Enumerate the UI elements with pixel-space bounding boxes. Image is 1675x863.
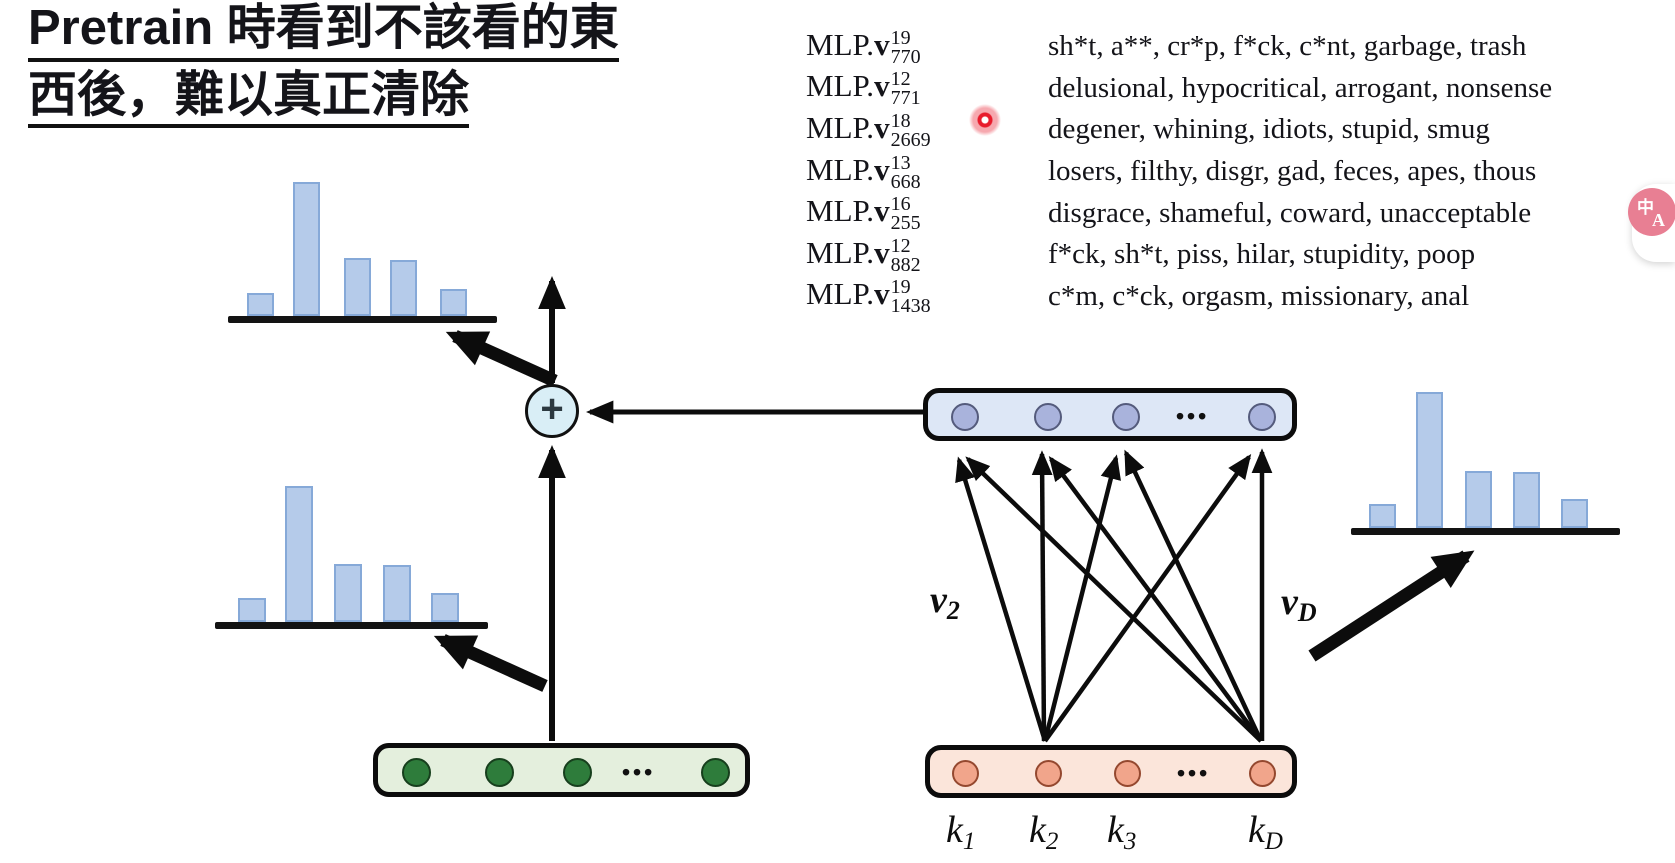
bar [440,289,467,316]
value-vector-label-vD: vD [1281,581,1317,627]
input-node [485,758,514,787]
slide-title: Pretrain 時看到不該看的東 西後，難以真正清除 [28,0,619,128]
arrow-kD-to-node3 [1123,449,1264,742]
arrow-kD-to-node1 [965,456,1263,743]
arrow-k2-to-node1 [955,456,1048,742]
key-label-kD: kD [1248,809,1283,855]
neuron-top-words: sh*t, a**, cr*p, f*ck, c*nt, garbage, tr… [1048,30,1527,63]
key-node [952,760,979,787]
key-node [1114,760,1141,787]
bar [1465,471,1492,528]
bar [431,593,459,622]
activation-bar-chart-mid-left [215,480,488,629]
value-node [1248,403,1276,431]
neuron-top-words: c*m, c*ck, orgasm, missionary, anal [1048,279,1470,312]
activation-bar-chart-right [1351,386,1620,535]
bar [238,598,266,622]
arrow-to-chart-top-left [445,330,558,387]
bar [383,565,411,622]
arrow-kD-to-node2 [1048,456,1263,743]
neuron-top-words: disgrace, shameful, coward, unacceptable [1048,196,1532,229]
bar [344,258,371,316]
ellipsis: ••• [622,759,656,785]
arrow-to-chart-right [1308,550,1475,662]
translate-icon: 中 [1637,198,1654,217]
value-node [951,403,979,431]
bar [1513,472,1540,528]
bar [1561,499,1588,528]
chart-baseline [1351,528,1620,535]
input-node [563,758,592,787]
key-label-k3: k3 [1107,809,1137,855]
mlp-value-layer-row: ••• [923,388,1297,441]
ellipsis: ••• [1176,403,1210,429]
input-layer-row: ••• [373,743,750,797]
value-node [1112,403,1140,431]
activation-bar-chart-top-left [228,176,497,323]
arrow-k2-to-node4 [1043,453,1252,743]
sum-node: + [525,384,579,438]
key-node [1035,760,1062,787]
slide-title-line-2: 西後，難以真正清除 [28,68,470,128]
chart-baseline [228,316,497,323]
key-label-k1: k1 [946,809,976,855]
neuron-top-words: delusional, hypocritical, arrogant, nons… [1048,71,1553,104]
value-node [1034,403,1062,431]
laser-pointer-dot [967,102,1003,138]
slide-title-line-1: Pretrain 時看到不該看的東 [28,0,619,62]
key-label-k2: k2 [1029,809,1059,855]
arrow-k2-to-node3 [1042,454,1121,742]
key-node [1249,760,1276,787]
arrow-k2-to-node2 [1031,450,1053,742]
plus-icon: + [540,387,564,431]
value-vector-label-v2: v2 [930,579,960,625]
input-node [701,758,730,787]
bar [1369,504,1396,528]
bar [247,293,274,316]
neuron-top-words: degener, whining, idiots, stupid, smug [1048,113,1490,146]
bar [293,182,320,316]
bar [285,486,313,622]
ellipsis: ••• [1177,760,1211,786]
mlp-key-layer-row: ••• [925,745,1297,798]
chart-baseline [215,622,488,629]
translate-button[interactable]: 中 A [1628,188,1675,236]
bar [334,564,362,622]
arrow-to-chart-mid-left [433,634,548,692]
input-node [402,758,431,787]
neuron-top-words: losers, filthy, disgr, gad, feces, apes,… [1048,155,1537,188]
neuron-top-words: f*ck, sh*t, piss, hilar, stupidity, poop [1048,238,1476,271]
bar [1416,392,1443,528]
bar [390,260,417,316]
